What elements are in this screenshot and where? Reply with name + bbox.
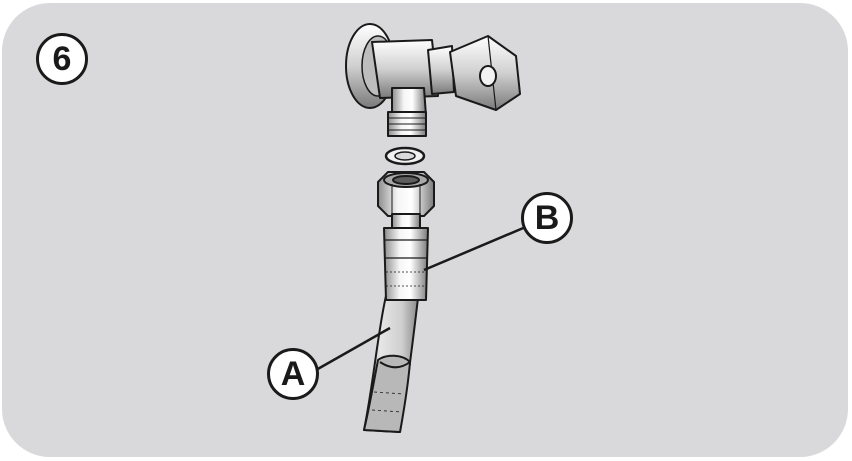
tap-valve-icon [345,23,521,137]
callout-a: A [267,348,319,400]
step-number-label: 6 [52,40,72,78]
callout-a-label: A [280,355,306,393]
hose-icon [363,295,419,433]
callout-b: B [521,192,573,244]
valve-body [371,39,439,99]
fitting-icon [377,171,435,301]
callout-b-label: B [534,199,560,237]
step-number-badge: 6 [36,33,88,85]
leader-line-b [423,224,529,272]
crimp-sleeve [383,227,429,301]
washer-icon [384,146,426,166]
leader-line-a [315,326,391,372]
